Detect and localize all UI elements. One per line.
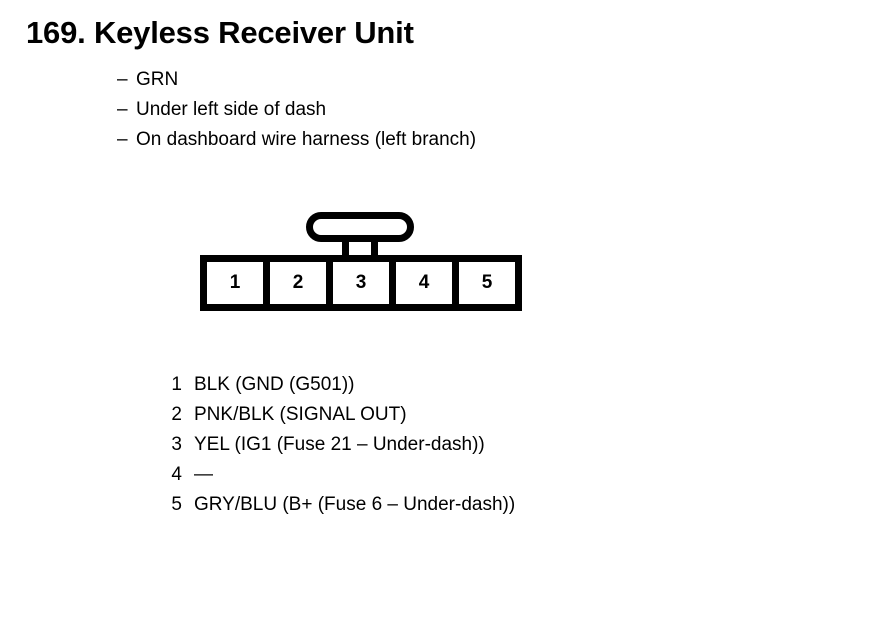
- pin-legend-number: 1: [171, 374, 182, 395]
- dash-glyph: –: [117, 129, 128, 150]
- notes-list: – GRN – Under left side of dash – On das…: [117, 65, 476, 155]
- note-text: On dashboard wire harness (left branch): [136, 129, 477, 150]
- pin-number: 1: [229, 272, 241, 293]
- pin-legend-row: 1 BLK (GND (G501)): [160, 370, 515, 400]
- locking-tab-neck-left: [342, 237, 349, 261]
- note-text: GRN: [136, 69, 179, 90]
- connector-body: 1 2 3 4 5: [200, 255, 522, 311]
- pin-legend-row: 2 PNK/BLK (SIGNAL OUT): [160, 400, 515, 430]
- note-text: Under left side of dash: [136, 99, 327, 120]
- dash-glyph: –: [117, 69, 128, 90]
- connector-diagram: 1 2 3 4 5: [200, 210, 524, 312]
- pin-number: 5: [481, 272, 493, 293]
- pin-legend-number: 3: [171, 434, 182, 455]
- pin-legend-description: BLK (GND (G501)): [194, 374, 355, 395]
- pin-legend-description: —: [194, 464, 213, 485]
- pin-legend-description: PNK/BLK (SIGNAL OUT): [194, 404, 407, 425]
- dash-glyph: –: [117, 99, 128, 120]
- pin-legend-description: GRY/BLU (B+ (Fuse 6 – Under-dash)): [194, 494, 516, 515]
- pin-cell-5: 5: [452, 262, 515, 304]
- pin-cell-1: 1: [207, 262, 263, 304]
- pin-legend-number: 5: [171, 494, 182, 515]
- pin-legend-row: 3 YEL (IG1 (Fuse 21 – Under-dash)): [160, 430, 515, 460]
- pin-cell-2: 2: [263, 262, 326, 304]
- locking-tab-icon: [306, 212, 414, 242]
- pin-cell-3: 3: [326, 262, 389, 304]
- note-item: – GRN: [117, 65, 476, 95]
- pin-cell-4: 4: [389, 262, 452, 304]
- note-item: – Under left side of dash: [117, 95, 476, 125]
- pin-legend: 1 BLK (GND (G501)) 2 PNK/BLK (SIGNAL OUT…: [160, 370, 515, 520]
- pin-number: 4: [418, 272, 430, 293]
- pin-legend-description: YEL (IG1 (Fuse 21 – Under-dash)): [194, 434, 485, 455]
- pin-legend-row: 4 —: [160, 460, 515, 490]
- pin-legend-row: 5 GRY/BLU (B+ (Fuse 6 – Under-dash)): [160, 490, 515, 520]
- pin-number: 2: [292, 272, 304, 293]
- pin-number: 3: [355, 272, 367, 293]
- page-title: 169. Keyless Receiver Unit: [26, 15, 414, 50]
- pin-legend-number: 4: [171, 464, 182, 485]
- pin-legend-number: 2: [171, 404, 182, 425]
- note-item: – On dashboard wire harness (left branch…: [117, 125, 476, 155]
- locking-tab-neck-right: [371, 237, 378, 261]
